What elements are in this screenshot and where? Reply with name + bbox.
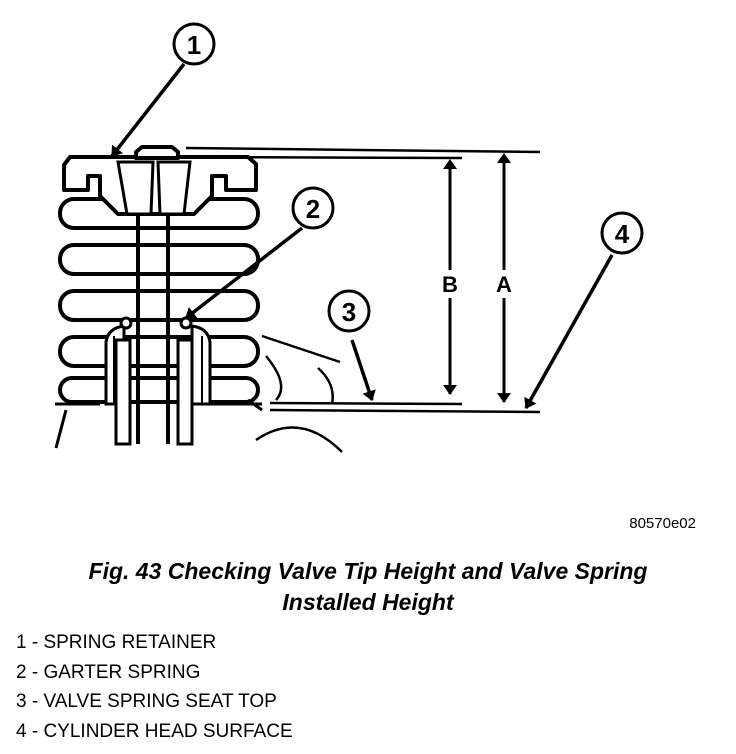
legend-list: 1 - SPRING RETAINER 2 - GARTER SPRING 3 …: [16, 628, 293, 746]
callout-4-circle: [600, 211, 644, 255]
extension-lines: [185, 146, 541, 414]
caption-line-2: Installed Height: [282, 589, 454, 615]
dimension-a-label: A: [496, 272, 512, 297]
callout-3-leader: [350, 339, 376, 401]
valve-keepers: [116, 160, 192, 216]
callout-1-leader: [110, 62, 186, 158]
callout-4-number: 4: [615, 219, 630, 249]
valve-stem: [114, 205, 194, 446]
callout-2-number: 2: [306, 194, 320, 224]
callout-1-circle: [172, 22, 216, 66]
callout-2-leader: [184, 226, 304, 320]
legend-item: 2 - GARTER SPRING: [16, 661, 201, 683]
figure-caption: Fig. 43 Checking Valve Tip Height and Va…: [0, 556, 736, 618]
callout-1-number: 1: [187, 30, 201, 60]
spring-seat-base: [54, 398, 263, 449]
valve-height-diagram: A B 1 2 3 4 80570e02: [54, 22, 696, 532]
callout-2-circle: [291, 186, 335, 230]
figure-id: 80570e02: [629, 515, 696, 532]
callout-4-leader: [524, 254, 614, 409]
dimension-b-label: B: [442, 272, 458, 297]
legend-item: 3 - VALVE SPRING SEAT TOP: [16, 691, 277, 712]
callout-3-circle: [327, 289, 371, 333]
callout-3-number: 3: [342, 297, 356, 327]
cylinder-head-detail: [255, 334, 343, 453]
legend-item: 1 - SPRING RETAINER: [16, 632, 217, 653]
valve-spring: [58, 197, 260, 404]
caption-line-1: Fig. 43 Checking Valve Tip Height and Va…: [88, 558, 648, 584]
legend-item: 4 - CYLINDER HEAD SURFACE: [16, 720, 293, 742]
